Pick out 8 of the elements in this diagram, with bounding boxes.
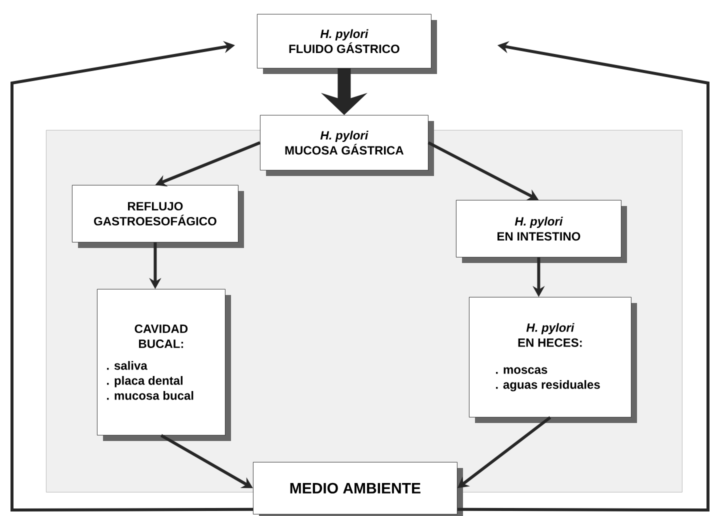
text-box: MEDIO AMBIENTE — [253, 462, 463, 516]
text-box: H. pylori FLUIDO GÁSTRICO — [257, 14, 437, 74]
text-box: REFLUJO GASTROESOFÁGICO — [72, 185, 244, 248]
arrow — [10, 41, 254, 512]
text-box: H. pylori MUCOSA GÁSTRICA — [260, 115, 434, 176]
text-box: CAVIDAD BUCAL: . saliva . placa dental . mucosa bucal — [97, 289, 231, 441]
text-box: H. pylori EN INTESTINO — [456, 200, 627, 263]
text-box: H. pylori EN HECES: . moscas . aguas residuales — [469, 297, 637, 423]
